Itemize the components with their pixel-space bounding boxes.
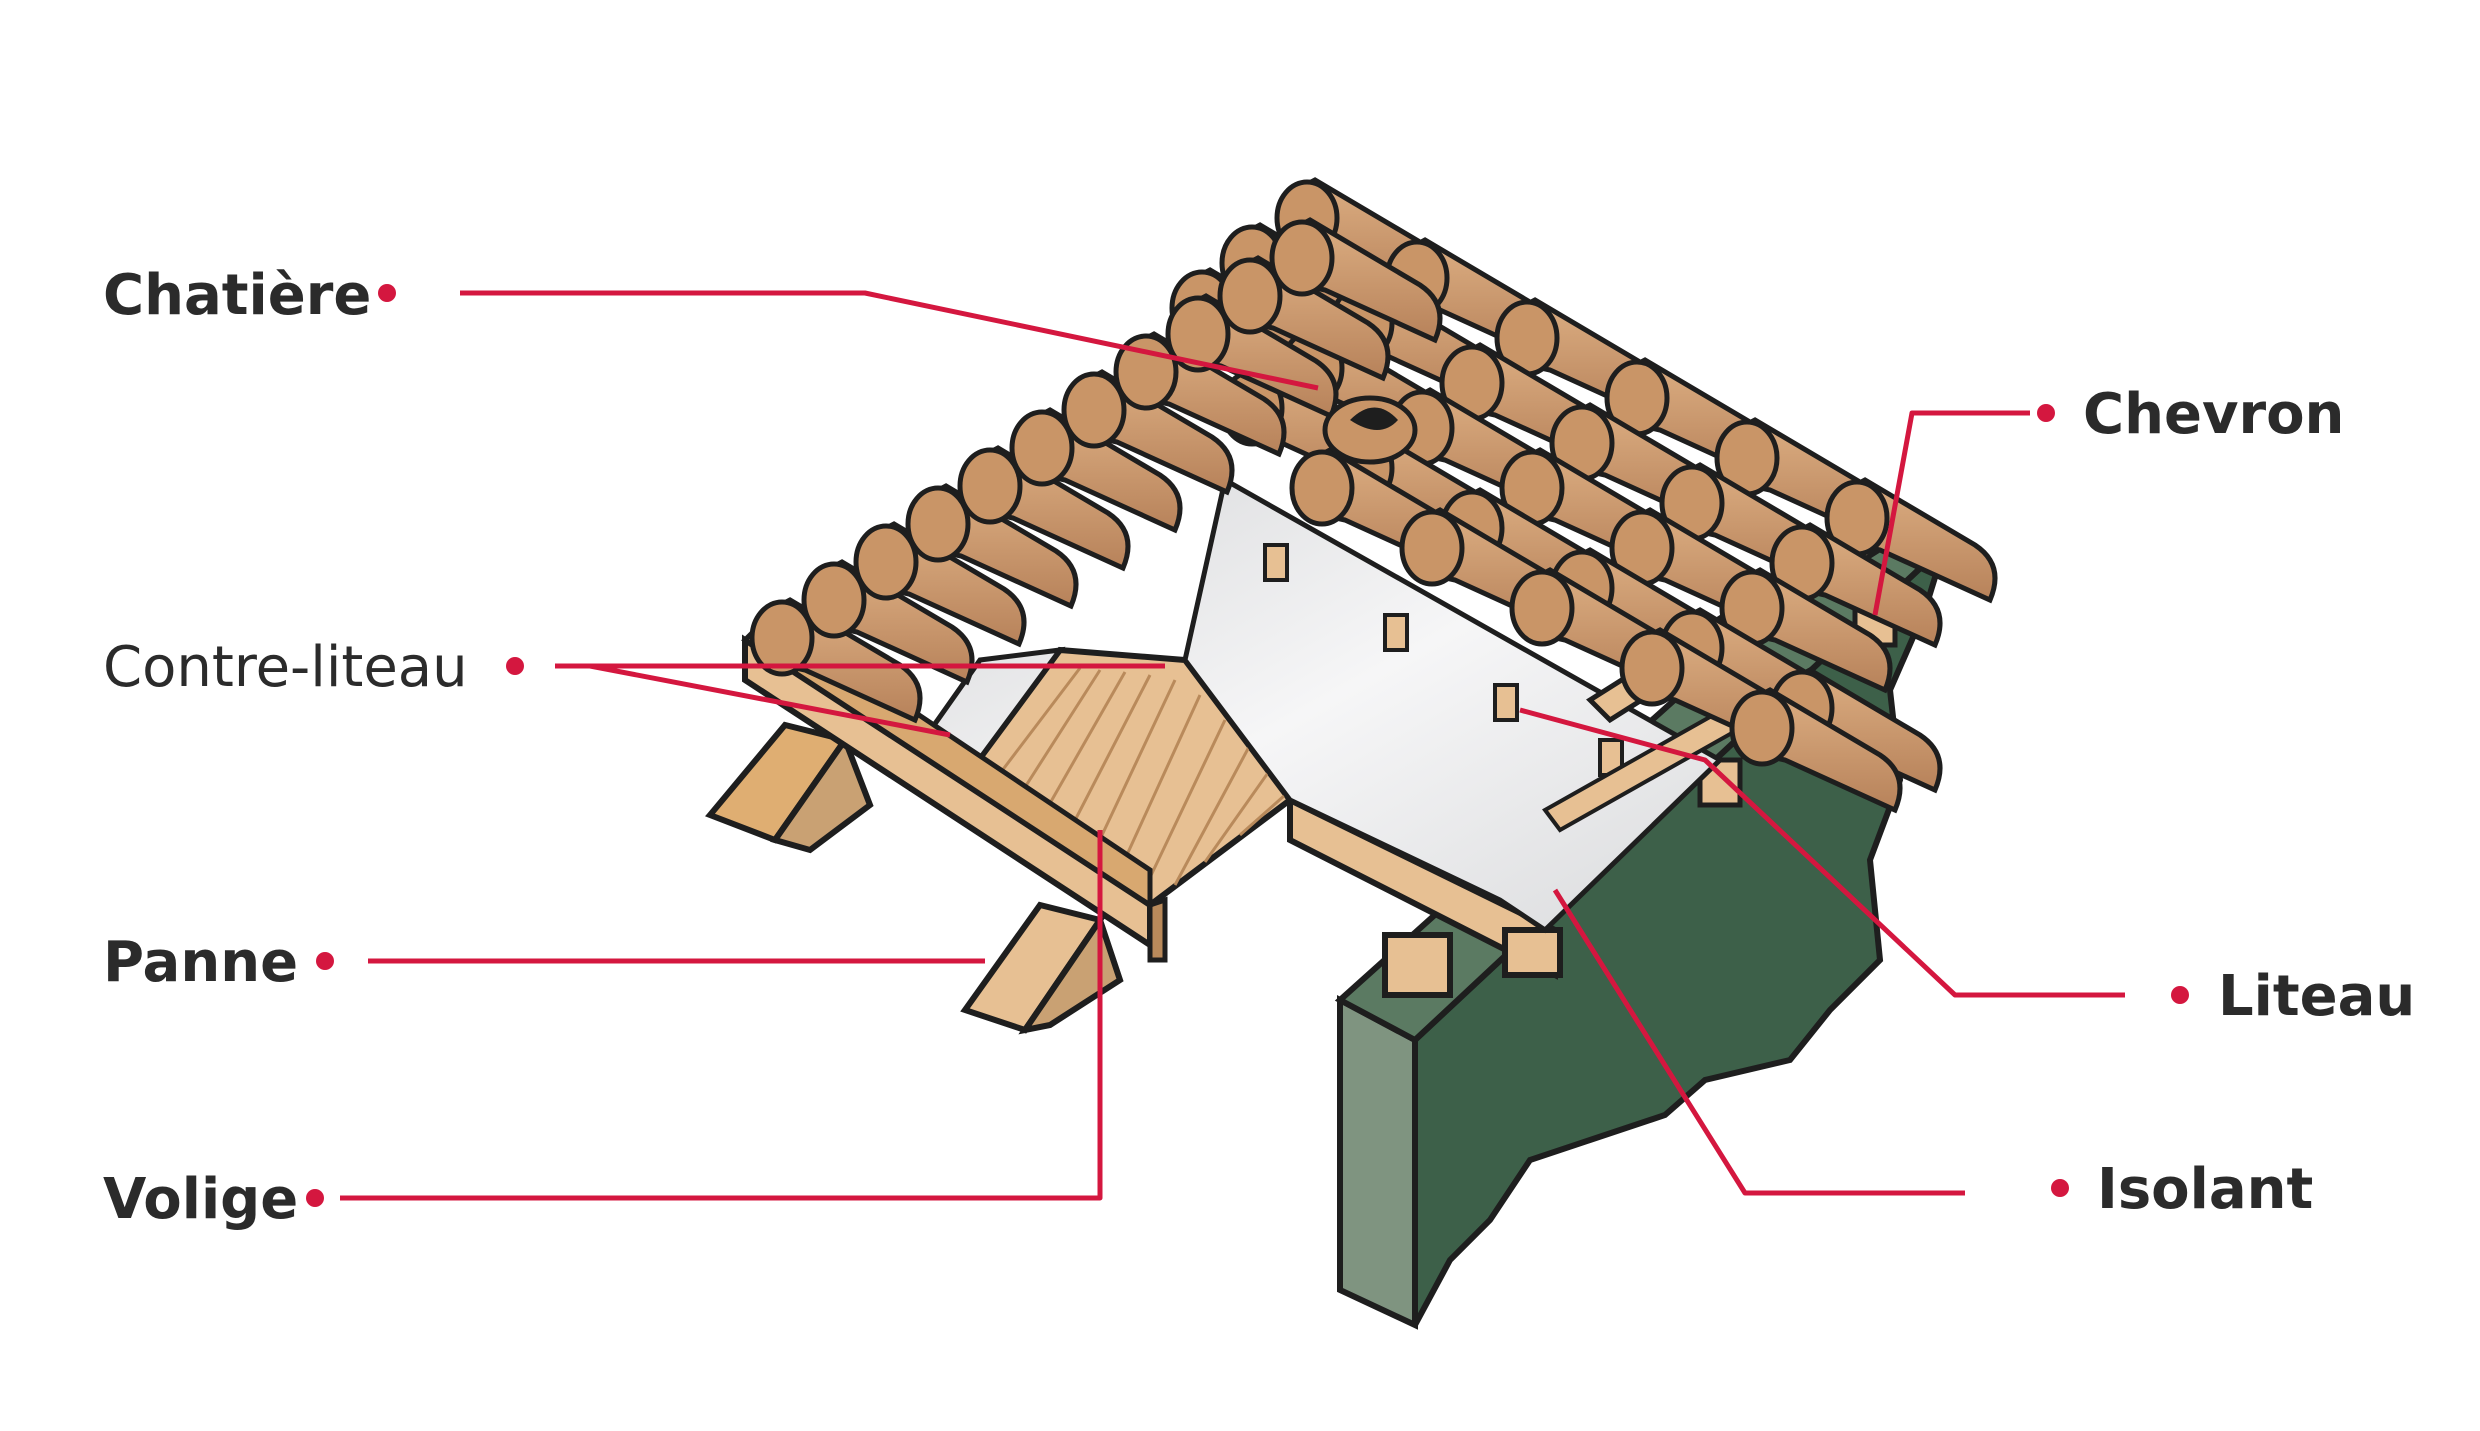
roof-tile	[853, 521, 1027, 648]
label-liteau: Liteau	[2218, 964, 2416, 1029]
dot-chatiere	[378, 284, 396, 302]
dot-panne	[316, 952, 334, 970]
roof-tile	[749, 597, 923, 724]
roof-tile	[1729, 687, 1903, 814]
dot-contre-liteau	[506, 657, 524, 675]
roof-tile	[1061, 369, 1235, 496]
roof-tile	[905, 483, 1079, 610]
roof-tile	[801, 559, 975, 686]
leader-isolant	[1552, 888, 1965, 1196]
dot-volige	[306, 1189, 324, 1207]
roof-tile	[1217, 255, 1391, 382]
roof-tile	[957, 445, 1131, 572]
dot-isolant	[2051, 1179, 2069, 1197]
leader-volige	[340, 830, 1103, 1201]
chevron-beam-left	[1147, 896, 1168, 963]
label-isolant: Isolant	[2097, 1157, 2314, 1222]
label-panne: Panne	[103, 930, 299, 995]
roof-tile	[1769, 522, 1943, 649]
dot-liteau	[2171, 986, 2189, 1004]
roof-tile	[1009, 407, 1183, 534]
label-dots	[306, 284, 2189, 1207]
roof-tile	[1113, 331, 1287, 458]
label-chevron: Chevron	[2083, 382, 2345, 447]
roof-tile	[1719, 567, 1893, 694]
roof-tile	[1165, 293, 1339, 420]
truss-leg-front-side	[1018, 913, 1124, 1035]
leader-chevron	[1872, 410, 2030, 616]
label-volige: Volige	[103, 1167, 299, 1232]
leader-liteau	[1519, 707, 2125, 998]
label-chatiere: Chatière	[103, 263, 372, 328]
beam-end-block	[1382, 932, 1453, 998]
truss-leg-back-side	[770, 733, 874, 854]
beam-end-block-2	[1502, 927, 1563, 978]
roof-tile	[1824, 477, 1998, 604]
label-contre-liteau: Contre-liteau	[103, 635, 468, 700]
leader-lines	[340, 290, 2125, 1201]
dot-chevron	[2037, 404, 2055, 422]
roof-tile	[1269, 217, 1443, 344]
wall-side	[1337, 995, 1418, 1330]
chatiere-vent	[1322, 395, 1418, 465]
leader-chatiere	[460, 290, 1319, 391]
